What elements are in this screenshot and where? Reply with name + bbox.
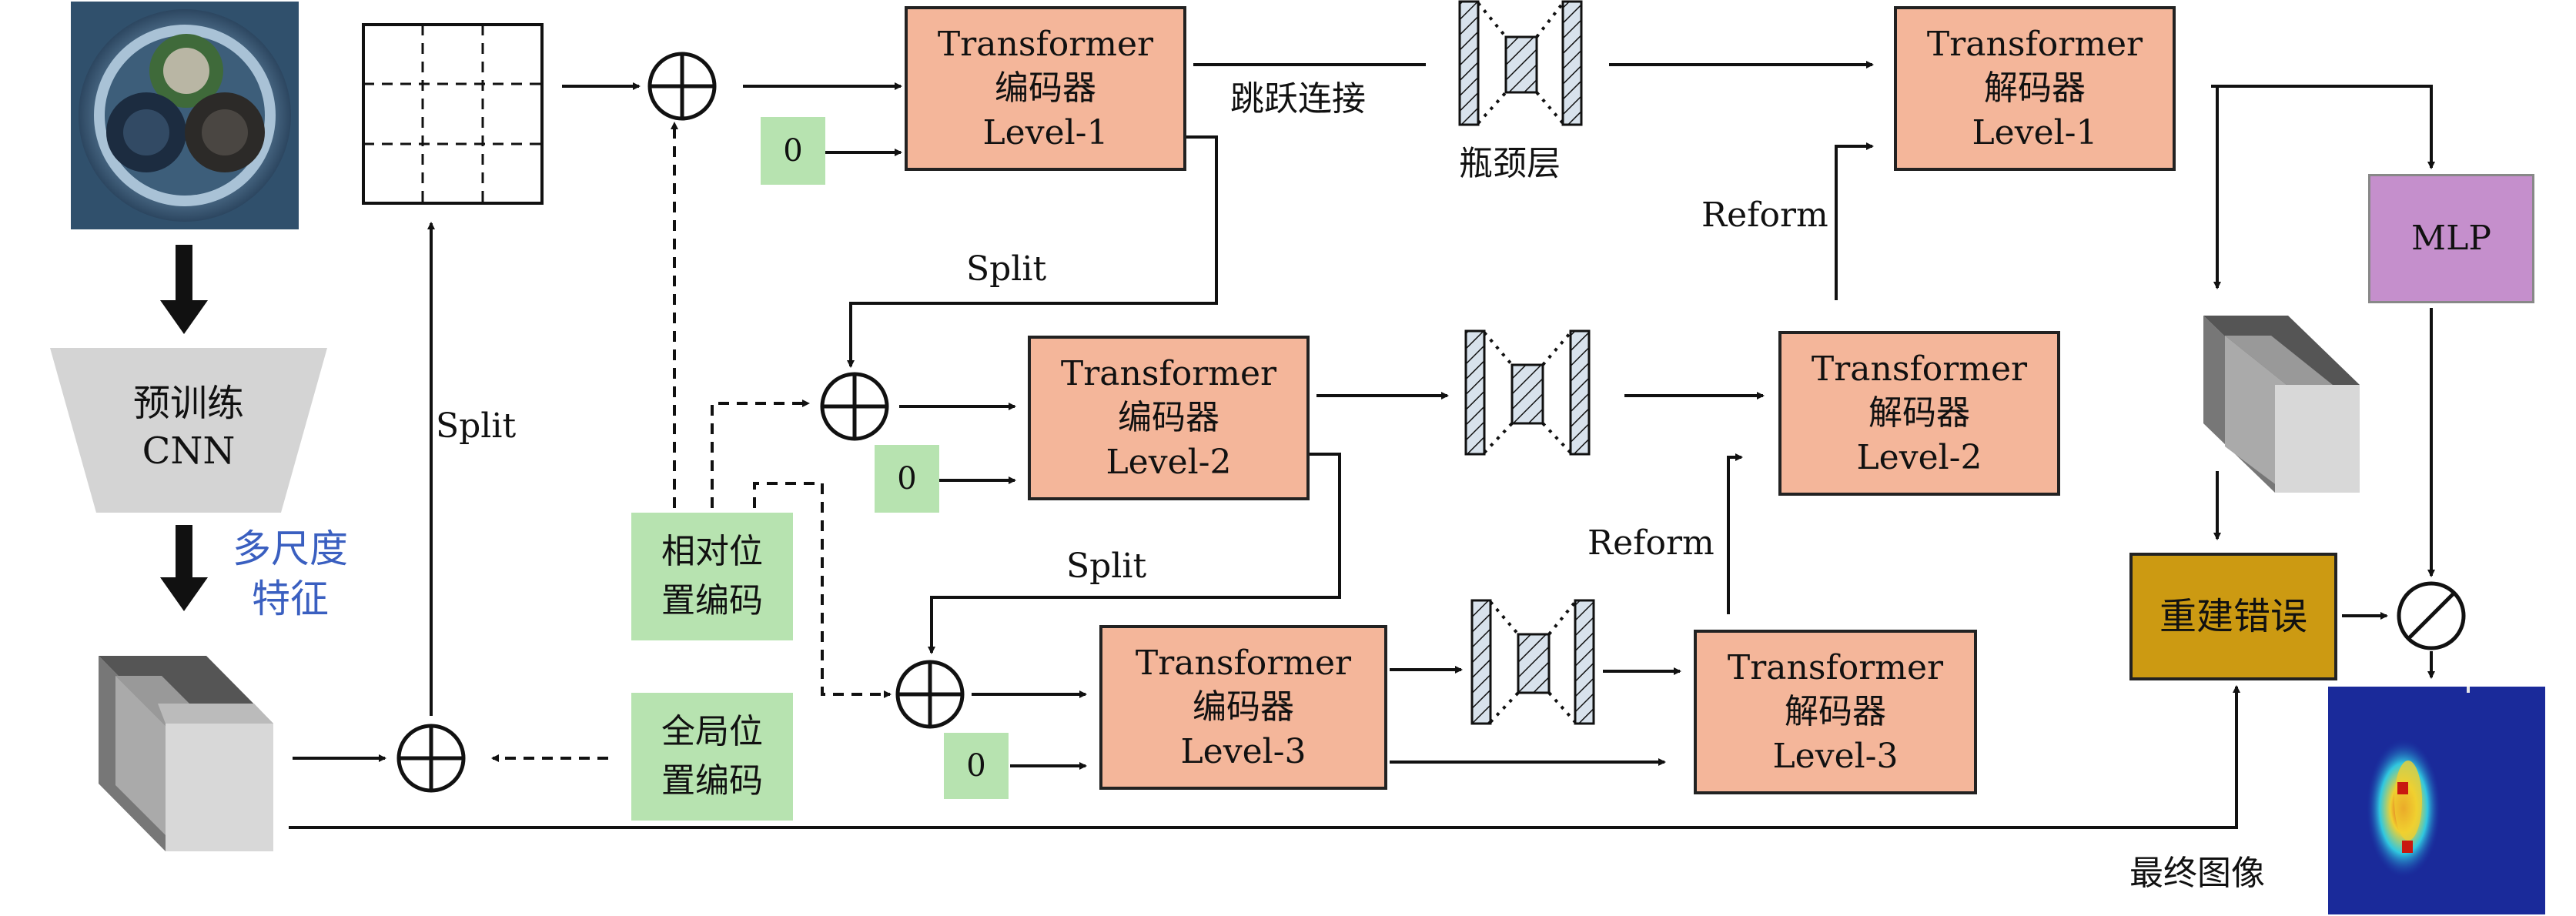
multiscale-line2: 特征 <box>252 577 329 621</box>
encoder-1-sub: 编码器 <box>995 69 1096 109</box>
transformer-decoder-level-1: Transformer 解码器 Level-1 <box>1894 6 2176 171</box>
relative-pos-line2: 置编码 <box>661 581 763 620</box>
final-image-label: 最终图像 <box>2129 854 2265 893</box>
zero-token-1: 0 <box>761 117 825 185</box>
split-label-1: Split <box>436 406 517 446</box>
encoder-1-name: Transformer <box>937 25 1154 65</box>
multiscale-feature-label: 多尺度 特征 <box>217 513 363 636</box>
split-label-3: Split <box>1066 547 1147 586</box>
output-heatmap <box>2328 687 2545 914</box>
transformer-encoder-level-1: Transformer 编码器 Level-1 <box>905 6 1186 171</box>
reform-dec2-dec1 <box>1835 142 1874 300</box>
plus-circle-mid <box>820 372 889 441</box>
decoder-2-sub: 解码器 <box>1868 393 1970 433</box>
split-label-2: Split <box>966 249 1047 289</box>
global-pos-line2: 置编码 <box>661 761 763 801</box>
decoder-2-name: Transformer <box>1811 349 2028 389</box>
bottleneck-label: 瓶颈层 <box>1459 144 1561 183</box>
transformer-decoder-level-2: Transformer 解码器 Level-2 <box>1778 331 2060 496</box>
reconstruction-error-block: 重建错误 <box>2129 553 2337 680</box>
split-enc1-to-plus <box>847 135 1218 368</box>
arrow-dec1-mlp <box>2211 85 2435 169</box>
encoder-2-level: Level-2 <box>1106 442 1232 482</box>
global-pos-line1: 全局位 <box>661 712 763 752</box>
bottleneck-3 <box>1470 599 1595 725</box>
transformer-encoder-level-2: Transformer 编码器 Level-2 <box>1028 336 1310 500</box>
reform-dec3-dec2 <box>1727 453 1743 614</box>
cnn-label: 预训练 CNN <box>96 362 281 493</box>
decoder-2-level: Level-2 <box>1856 437 1982 477</box>
encoder-3-name: Transformer <box>1135 644 1352 684</box>
transformer-decoder-level-3: Transformer 解码器 Level-3 <box>1694 630 1977 794</box>
decoder-1-level: Level-1 <box>1972 112 2098 152</box>
zero-token-3: 0 <box>944 733 1009 799</box>
decoder-3-level: Level-3 <box>1772 736 1899 776</box>
plus-circle-left <box>396 724 466 793</box>
plus-circle-low <box>895 660 965 729</box>
thick-arrow-1 <box>160 245 208 334</box>
input-image <box>71 2 299 229</box>
multiscale-line1: 多尺度 <box>233 527 348 571</box>
encoder-3-sub: 编码器 <box>1193 687 1294 727</box>
decoder-3-name: Transformer <box>1727 648 1944 688</box>
feature-cube-left <box>99 656 273 851</box>
arrow-cube-recon-bottom <box>289 685 2240 829</box>
reform-label-1: Reform <box>1701 196 1828 235</box>
encoder-3-level: Level-3 <box>1180 731 1306 771</box>
cnn-trapezoid <box>50 348 327 513</box>
mlp-block: MLP <box>2368 174 2534 303</box>
reform-label-2: Reform <box>1587 523 1715 563</box>
relative-pos-line1: 相对位 <box>661 532 763 572</box>
dash-relpos-mid <box>711 399 810 508</box>
skip-connection-label: 跳跃连接 <box>1230 79 1366 119</box>
transformer-encoder-level-3: Transformer 编码器 Level-3 <box>1099 625 1387 790</box>
encoder-2-sub: 编码器 <box>1118 398 1219 438</box>
global-position-encoding: 全局位 置编码 <box>631 693 793 821</box>
bottleneck-1 <box>1458 0 1583 126</box>
divide-circle <box>2397 581 2466 650</box>
cnn-label-line2: CNN <box>142 430 236 473</box>
cnn-label-line1: 预训练 <box>132 381 244 425</box>
thick-arrow-2 <box>160 525 208 611</box>
arrow-dec1-down <box>2211 85 2221 289</box>
decoder-3-sub: 解码器 <box>1785 692 1886 732</box>
zero-token-2: 0 <box>875 445 939 513</box>
patch-grid <box>362 23 544 205</box>
relative-position-encoding: 相对位 置编码 <box>631 513 793 640</box>
decoder-1-sub: 解码器 <box>1984 69 2086 109</box>
split-enc2-to-plus <box>928 453 1341 654</box>
encoder-2-name: Transformer <box>1060 354 1277 394</box>
bottleneck-2 <box>1464 329 1591 456</box>
decoder-1-name: Transformer <box>1926 25 2143 65</box>
encoder-1-level: Level-1 <box>982 112 1109 152</box>
dash-relpos-low <box>753 482 892 698</box>
feature-cube-right <box>2203 316 2360 493</box>
plus-circle-top <box>647 52 717 121</box>
